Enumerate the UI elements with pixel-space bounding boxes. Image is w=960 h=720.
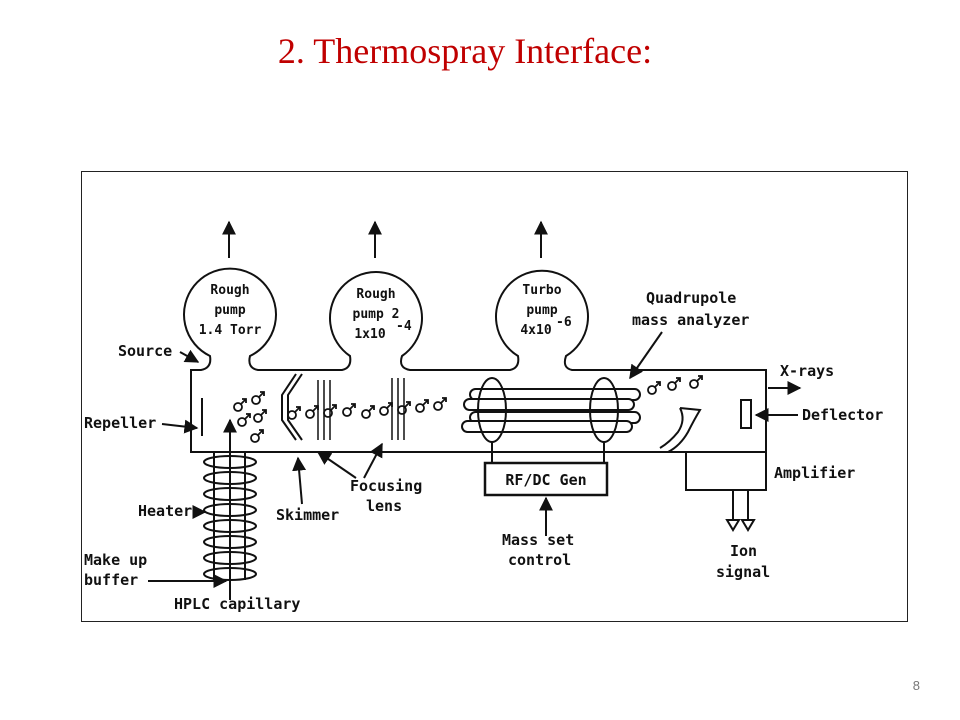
- svg-text:Rough: Rough: [356, 287, 395, 302]
- rfdc-label: RF/DC Gen: [505, 471, 586, 489]
- focusing-arrow-2: [363, 442, 383, 479]
- drift-ions: [287, 397, 447, 420]
- repeller-arrow: [161, 419, 199, 434]
- svg-text:1.4 Torr: 1.4 Torr: [199, 323, 262, 338]
- exit-ions: [647, 375, 703, 395]
- svg-text:pump: pump: [214, 303, 245, 318]
- mass-set-label-line1: Mass set: [502, 531, 574, 549]
- ion-signal-label-line1: Ion: [730, 542, 757, 560]
- turbo-pump-label: Turbo pump 4x10 -6: [520, 283, 571, 338]
- skimmer-left: [281, 373, 297, 441]
- electron-multiplier: [659, 407, 702, 453]
- xrays-label: X-rays: [780, 362, 834, 380]
- deflector-label: Deflector: [802, 406, 883, 424]
- ion-signal-outputs: [725, 490, 756, 532]
- quadrupole-label-line2: mass analyzer: [632, 311, 749, 329]
- hplc-label: HPLC capillary: [174, 595, 300, 613]
- make-up-label-line1: Make up: [84, 551, 147, 569]
- svg-text:Turbo: Turbo: [522, 283, 561, 298]
- focusing-arrow-1: [316, 451, 357, 479]
- svg-text:pump 2: pump 2: [353, 307, 400, 322]
- repeller-label: Repeller: [84, 414, 156, 432]
- svg-text:-4: -4: [396, 319, 412, 334]
- ion-signal-label-line2: signal: [716, 563, 770, 581]
- amplifier-box: [685, 451, 767, 491]
- focusing-label-line2: lens: [366, 497, 402, 515]
- skimmer-right: [287, 373, 303, 441]
- lens-plates-1: [317, 380, 331, 440]
- make-up-label-line2: buffer: [84, 571, 138, 589]
- exhaust-arrows: [222, 220, 548, 258]
- focusing-label-line1: Focusing: [350, 477, 422, 495]
- quadrupole-rods: [461, 377, 641, 443]
- source-arrow: [179, 349, 200, 363]
- svg-text:pump: pump: [526, 303, 557, 318]
- svg-text:-6: -6: [556, 315, 572, 330]
- rough-pump-2-label: Rough pump 2 1x10 -4: [353, 287, 412, 342]
- svg-text:1x10: 1x10: [354, 327, 385, 342]
- quadrupole-label-line1: Quadrupole: [646, 289, 736, 307]
- amplifier-label: Amplifier: [774, 464, 855, 482]
- svg-text:4x10: 4x10: [520, 323, 551, 338]
- mass-set-label-line2: control: [508, 551, 571, 569]
- deflector-plate: [740, 399, 752, 429]
- rfdc-generator-box: [483, 461, 609, 497]
- source-ions: [233, 391, 267, 443]
- skimmer-arrow: [292, 456, 307, 505]
- heater-label: Heater: [138, 502, 192, 520]
- source-label: Source: [118, 342, 172, 360]
- diagram-frame: [81, 171, 908, 622]
- skimmer-label: Skimmer: [276, 506, 339, 524]
- svg-text:Rough: Rough: [210, 283, 249, 298]
- page-number: 8: [912, 678, 920, 693]
- vacuum-chamber: [183, 267, 767, 453]
- rough-pump-1-label: Rough pump 1.4 Torr: [199, 283, 262, 338]
- slide-title: 2. Thermospray Interface:: [277, 31, 653, 71]
- quadrupole-arrow: [629, 331, 663, 380]
